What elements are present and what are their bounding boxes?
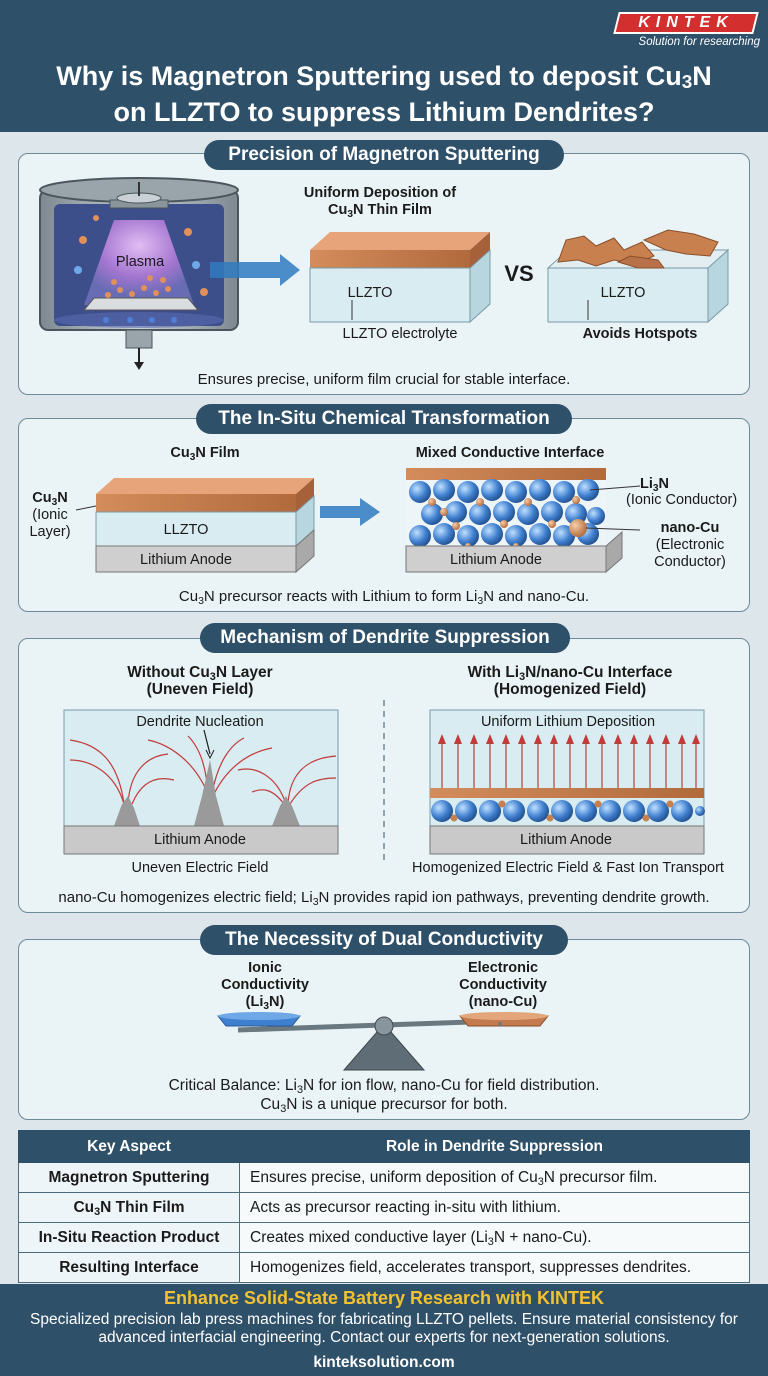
balance-scale-icon	[216, 1012, 550, 1071]
transformation-diagram	[75, 468, 641, 574]
header-banner: KINTEK Solution for researching Why is M…	[0, 0, 768, 132]
nano-cu-label: nano-Cu (Electronic Conductor)	[654, 520, 726, 570]
mixed-interface-stack	[405, 468, 641, 574]
precursor-stack	[75, 478, 315, 574]
table-cell-role: Acts as precursor reacting in-situ with …	[239, 1192, 750, 1223]
table-cell-role: Ensures precise, uniform deposition of C…	[239, 1162, 750, 1193]
table-cell-key: Resulting Interface	[18, 1252, 240, 1283]
ionic-conductor-label: (Ionic Conductor)	[626, 492, 738, 508]
right-arrow-icon	[320, 498, 380, 526]
cu3n-film-label: Cu3N Film	[170, 445, 240, 463]
table-cell-role: Homogenizes field, accelerates transport…	[239, 1252, 750, 1283]
section-mechanism-heading: Mechanism of Dendrite Suppression	[200, 623, 570, 653]
right-arrow-icon	[210, 254, 300, 286]
ionic-conductivity-label: Ionic Conductivity (Li3N)	[221, 960, 309, 1012]
brand-tagline: Solution for researching	[638, 36, 760, 48]
with-interface-title: With Li3N/nano-Cu Interface (Homogenized…	[467, 664, 673, 698]
section-dual-conductivity-caption: Critical Balance: Li3N for ion flow, nan…	[168, 1077, 600, 1115]
table-row: Resulting Interface Homogenizes field, a…	[18, 1252, 750, 1283]
sputtering-diagram	[39, 177, 730, 370]
uniform-deposition-label: Uniform Lithium Deposition	[480, 714, 656, 730]
rough-film-block	[546, 229, 730, 324]
footer-title: Enhance Solid-State Battery Research wit…	[163, 1288, 605, 1308]
table-row: Cu3N Thin Film Acts as precursor reactin…	[18, 1192, 750, 1223]
uneven-field-label: Uneven Electric Field	[131, 860, 269, 876]
section-transformation-heading: The In-Situ Chemical Transformation	[196, 404, 572, 434]
lithium-anode-left-label: Lithium Anode	[154, 832, 246, 848]
summary-table: Key Aspect Role in Dendrite Suppression …	[18, 1130, 750, 1283]
mechanism-diagram	[63, 700, 705, 860]
footer-banner: Enhance Solid-State Battery Research wit…	[0, 1284, 768, 1376]
lithium-anode-label: Lithium Anode	[140, 552, 232, 568]
sputter-chamber-icon	[39, 177, 239, 370]
llzto-electrolyte-label: LLZTO electrolyte	[342, 326, 458, 342]
section-sputtering-caption: Ensures precise, uniform film crucial fo…	[197, 371, 571, 388]
uniform-film-block	[309, 232, 491, 324]
llzto-rough-label: LLZTO	[600, 285, 646, 301]
avoids-hotspots-label: Avoids Hotspots	[582, 326, 698, 342]
table-row: Magnetron Sputtering Ensures precise, un…	[18, 1162, 750, 1193]
electronic-conductivity-label: Electronic Conductivity (nano-Cu)	[459, 960, 547, 1010]
footer-text: Specialized precision lab press machines…	[30, 1311, 738, 1346]
table-cell-role: Creates mixed conductive layer (Li3N + n…	[239, 1222, 750, 1253]
table-header-row: Key Aspect Role in Dendrite Suppression	[18, 1130, 750, 1163]
without-layer-title: Without Cu3N Layer (Uneven Field)	[127, 664, 273, 698]
homogenized-field-label: Homogenized Electric Field & Fast Ion Tr…	[412, 860, 724, 876]
llzto-label: LLZTO	[347, 285, 393, 301]
table-cell-key: In-Situ Reaction Product	[18, 1222, 240, 1253]
section-transformation-caption: Cu3N precursor reacts with Lithium to fo…	[178, 588, 590, 607]
dendrite-nucleation-label: Dendrite Nucleation	[136, 714, 264, 730]
mixed-interface-title: Mixed Conductive Interface	[415, 445, 605, 461]
table-header-key: Key Aspect	[18, 1130, 240, 1163]
footer-url-link[interactable]: kinteksolution.com	[313, 1354, 455, 1371]
section-sputtering-heading: Precision of Magnetron Sputtering	[204, 140, 564, 170]
section-dual-conductivity-heading: The Necessity of Dual Conductivity	[200, 925, 568, 955]
table-cell-key: Magnetron Sputtering	[18, 1162, 240, 1193]
li3n-label: Li3N	[640, 476, 670, 494]
page-title: Why is Magnetron Sputtering used to depo…	[56, 61, 712, 127]
ionic-layer-label: Cu3N (Ionic Layer)	[29, 490, 71, 540]
llzto-layer-label: LLZTO	[163, 522, 209, 538]
plasma-label: Plasma	[115, 254, 165, 270]
brand-logo: KINTEK	[638, 14, 734, 31]
vs-label: VS	[504, 261, 534, 286]
uniform-film-title: Uniform Deposition of Cu3N Thin Film	[303, 185, 457, 220]
uneven-field-panel	[63, 709, 339, 855]
lithium-anode-right-label: Lithium Anode	[520, 832, 612, 848]
section-mechanism-caption: nano-Cu homogenizes electric field; Li3N…	[58, 889, 710, 908]
table-row: In-Situ Reaction Product Creates mixed c…	[18, 1222, 750, 1253]
table-header-role: Role in Dendrite Suppression	[239, 1130, 750, 1163]
homogenized-field-panel	[429, 709, 705, 855]
table-cell-key: Cu3N Thin Film	[18, 1192, 240, 1223]
lithium-anode-label-2: Lithium Anode	[450, 552, 542, 568]
